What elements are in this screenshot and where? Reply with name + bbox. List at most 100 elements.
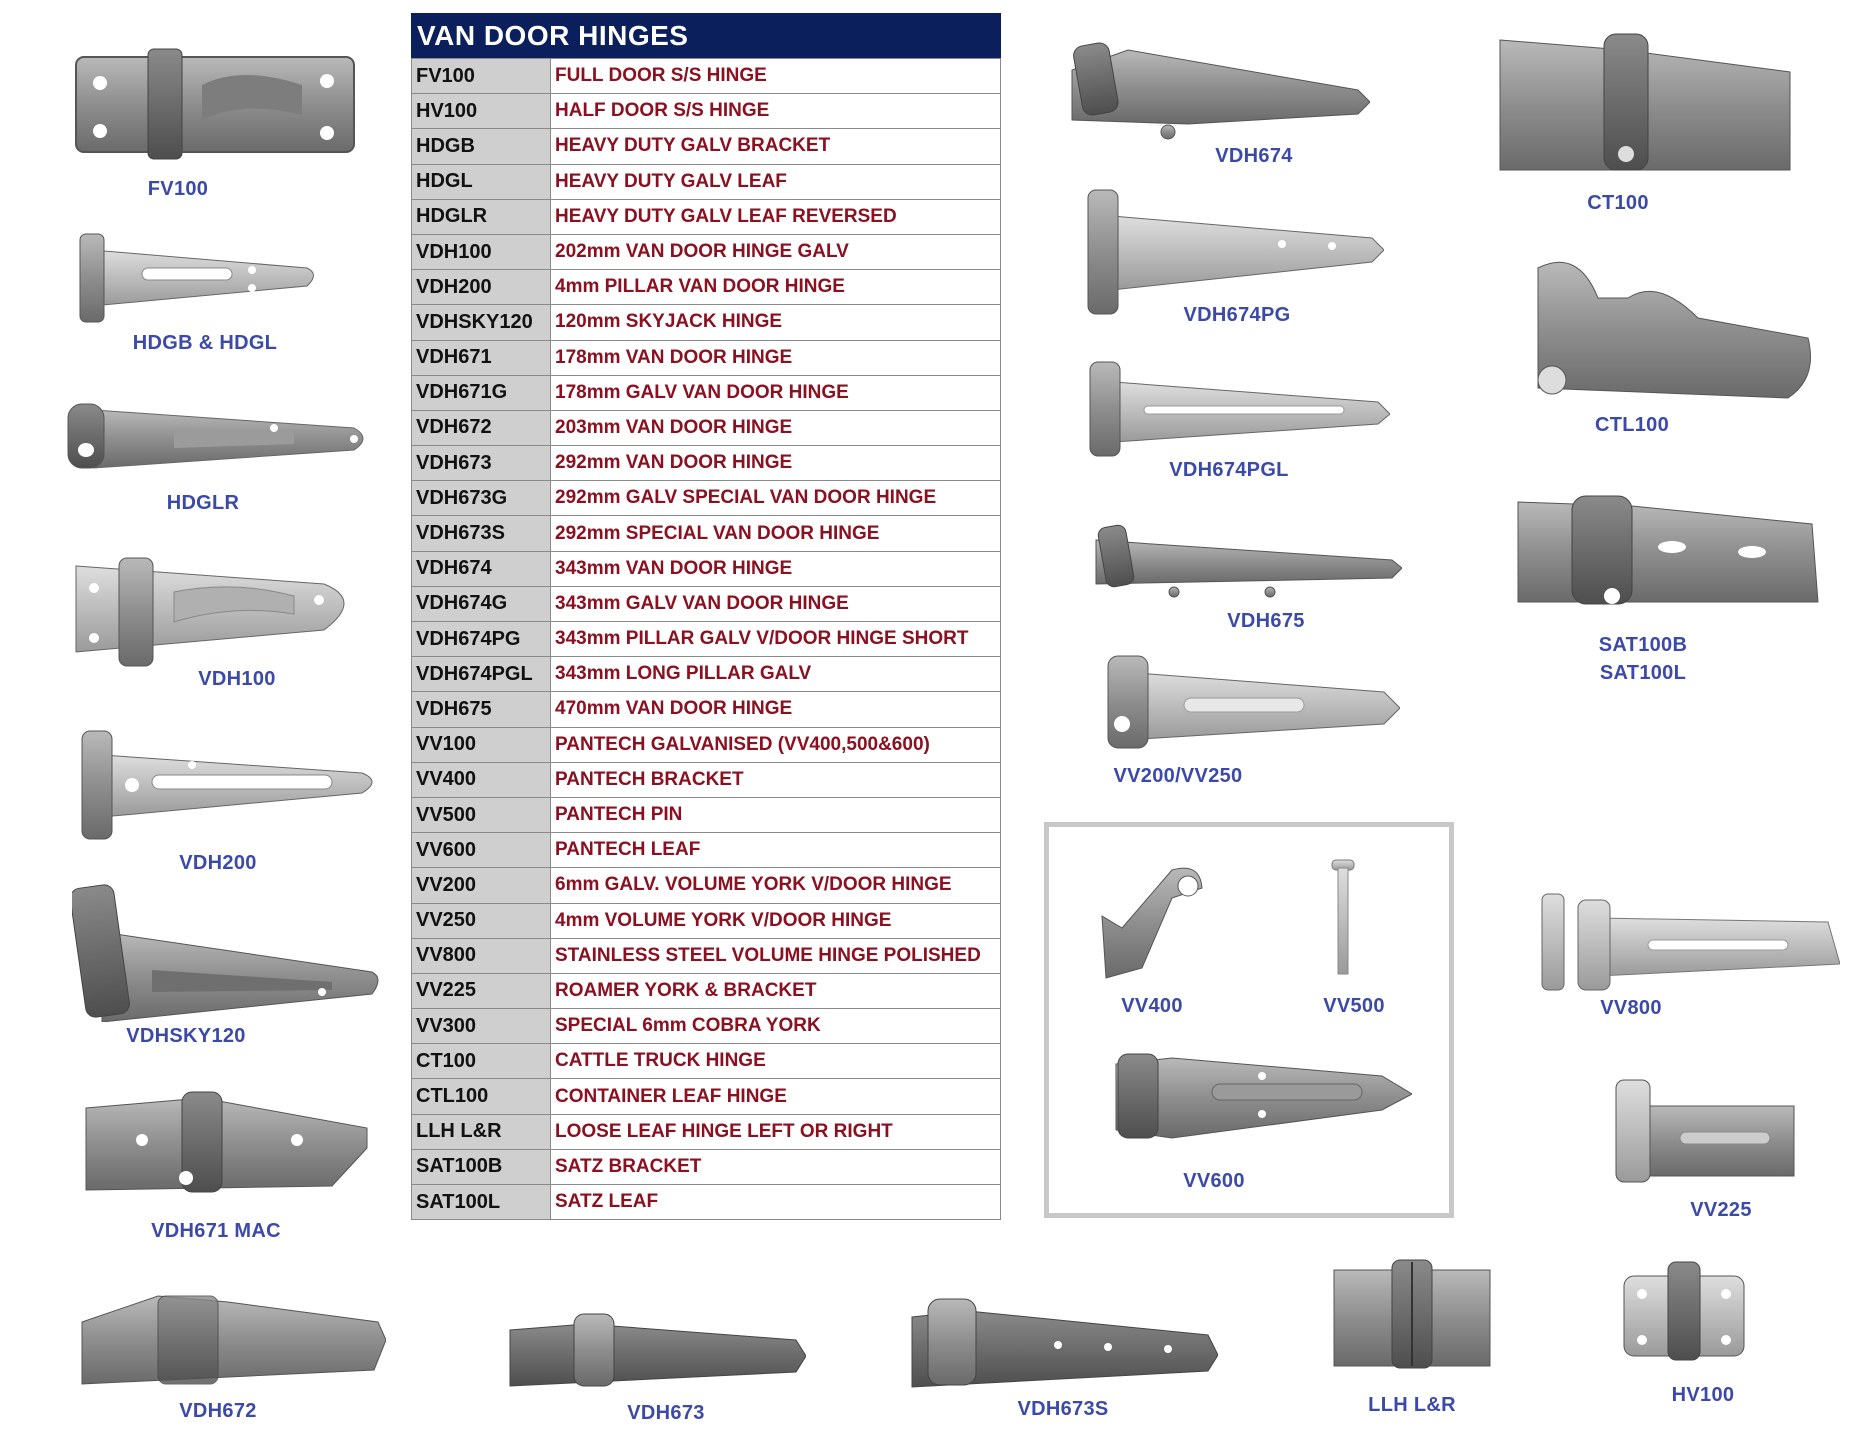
- ct100-hinge-image: [1494, 30, 1794, 174]
- product-description-cell: 4mm VOLUME YORK V/DOOR HINGE: [550, 902, 1001, 939]
- vv600-leaf-image: [1112, 1050, 1412, 1140]
- vv600-caption: VV600: [1183, 1170, 1245, 1192]
- product-description-cell: SATZ BRACKET: [550, 1148, 1001, 1186]
- vv200-vv250-hinge-image: [1094, 652, 1400, 752]
- vv225-hinge-image: [1610, 1076, 1800, 1186]
- product-code-cell: VV800: [411, 937, 551, 974]
- ctl100-hinge-image: [1508, 258, 1814, 400]
- ctl100-caption: CTL100: [1594, 414, 1670, 436]
- product-description-cell: 343mm PILLAR GALV V/DOOR HINGE SHORT: [550, 620, 1001, 658]
- product-description-cell: 203mm VAN DOOR HINGE: [550, 409, 1001, 447]
- vdh673s-hinge-image: [908, 1295, 1218, 1390]
- vdh674pgl-caption: VDH674PGL: [1169, 459, 1289, 481]
- product-code-cell: VDH674: [411, 550, 551, 587]
- vdh100-caption: VDH100: [198, 668, 276, 690]
- product-code-cell: VDH674PG: [411, 620, 551, 658]
- vdh672-hinge-image: [78, 1292, 386, 1387]
- product-code-cell: HDGLR: [411, 198, 551, 235]
- product-description-cell: CONTAINER LEAF HINGE: [550, 1078, 1001, 1115]
- product-code-cell: LLH L&R: [411, 1113, 551, 1150]
- product-description-cell: HEAVY DUTY GALV BRACKET: [550, 128, 1001, 165]
- hv100-caption: HV100: [1671, 1384, 1735, 1406]
- product-code-cell: VDH675: [411, 691, 551, 728]
- product-description-cell: SATZ LEAF: [550, 1183, 1001, 1221]
- vv200-vv250-caption: VV200/VV250: [1113, 765, 1243, 787]
- fv100-caption: FV100: [147, 178, 209, 200]
- fv100-hinge-image: [72, 45, 362, 160]
- vdh674pg-caption: VDH674PG: [1183, 304, 1291, 326]
- product-code-cell: HDGB: [411, 128, 551, 165]
- vdh671mac-caption: VDH671 MAC: [151, 1220, 281, 1242]
- product-code-cell: CT100: [411, 1043, 551, 1080]
- product-description-cell: STAINLESS STEEL VOLUME HINGE POLISHED: [550, 937, 1001, 974]
- product-description-cell: 120mm SKYJACK HINGE: [550, 304, 1001, 341]
- product-code-cell: VDH200: [411, 269, 551, 306]
- product-description-cell: 202mm VAN DOOR HINGE GALV: [550, 233, 1001, 271]
- product-code-cell: SAT100B: [411, 1148, 551, 1186]
- vdh673-caption: VDH673: [627, 1402, 705, 1424]
- product-description-cell: 292mm GALV SPECIAL VAN DOOR HINGE: [550, 480, 1001, 517]
- llh-caption: LLH L&R: [1368, 1394, 1456, 1416]
- product-code-cell: VV200: [411, 867, 551, 904]
- hdgb-hdgl-hinge-image: [72, 228, 322, 328]
- vdh671mac-hinge-image: [82, 1088, 372, 1198]
- product-code-cell: HDGL: [411, 163, 551, 200]
- vv800-hinge-image: [1538, 890, 1840, 996]
- vdh672-caption: VDH672: [179, 1400, 257, 1422]
- product-code-cell: VDHSKY120: [411, 304, 551, 341]
- hdglr-hinge-image: [64, 398, 374, 478]
- ct100-caption: CT100: [1587, 192, 1649, 214]
- sat100-hinge-image: [1512, 492, 1822, 610]
- vdh675-caption: VDH675: [1227, 610, 1305, 632]
- product-description-cell: ROAMER YORK & BRACKET: [550, 972, 1001, 1010]
- vv800-caption: VV800: [1600, 997, 1662, 1019]
- product-code-cell: VDH674G: [411, 585, 551, 623]
- product-code-cell: VV400: [411, 761, 551, 798]
- product-description-cell: PANTECH PIN: [550, 796, 1001, 834]
- product-code-cell: SAT100L: [411, 1183, 551, 1221]
- vdh673s-caption: VDH673S: [1017, 1398, 1109, 1420]
- vdh200-caption: VDH200: [179, 852, 257, 874]
- product-code-cell: VV225: [411, 972, 551, 1010]
- product-description-cell: LOOSE LEAF HINGE LEFT OR RIGHT: [550, 1113, 1001, 1150]
- product-description-cell: 6mm GALV. VOLUME YORK V/DOOR HINGE: [550, 867, 1001, 904]
- vdhsky120-hinge-image: [72, 882, 384, 1022]
- vv400-caption: VV400: [1121, 995, 1183, 1017]
- sat100l-caption: SAT100L: [1599, 662, 1687, 684]
- vdhsky120-caption: VDHSKY120: [126, 1025, 246, 1047]
- product-code-cell: HV100: [411, 93, 551, 130]
- product-description-cell: 470mm VAN DOOR HINGE: [550, 691, 1001, 728]
- vdh673-hinge-image: [506, 1310, 806, 1390]
- product-description-cell: 4mm PILLAR VAN DOOR HINGE: [550, 269, 1001, 306]
- product-code-cell: VV250: [411, 902, 551, 939]
- product-code-cell: VDH671: [411, 339, 551, 376]
- product-code-cell: VDH673: [411, 445, 551, 482]
- hv100-hinge-image: [1620, 1258, 1748, 1363]
- vdh674pgl-hinge-image: [1084, 358, 1390, 460]
- product-description-cell: CATTLE TRUCK HINGE: [550, 1043, 1001, 1080]
- product-description-cell: PANTECH GALVANISED (VV400,500&600): [550, 726, 1001, 763]
- product-description-cell: 178mm GALV VAN DOOR HINGE: [550, 374, 1001, 411]
